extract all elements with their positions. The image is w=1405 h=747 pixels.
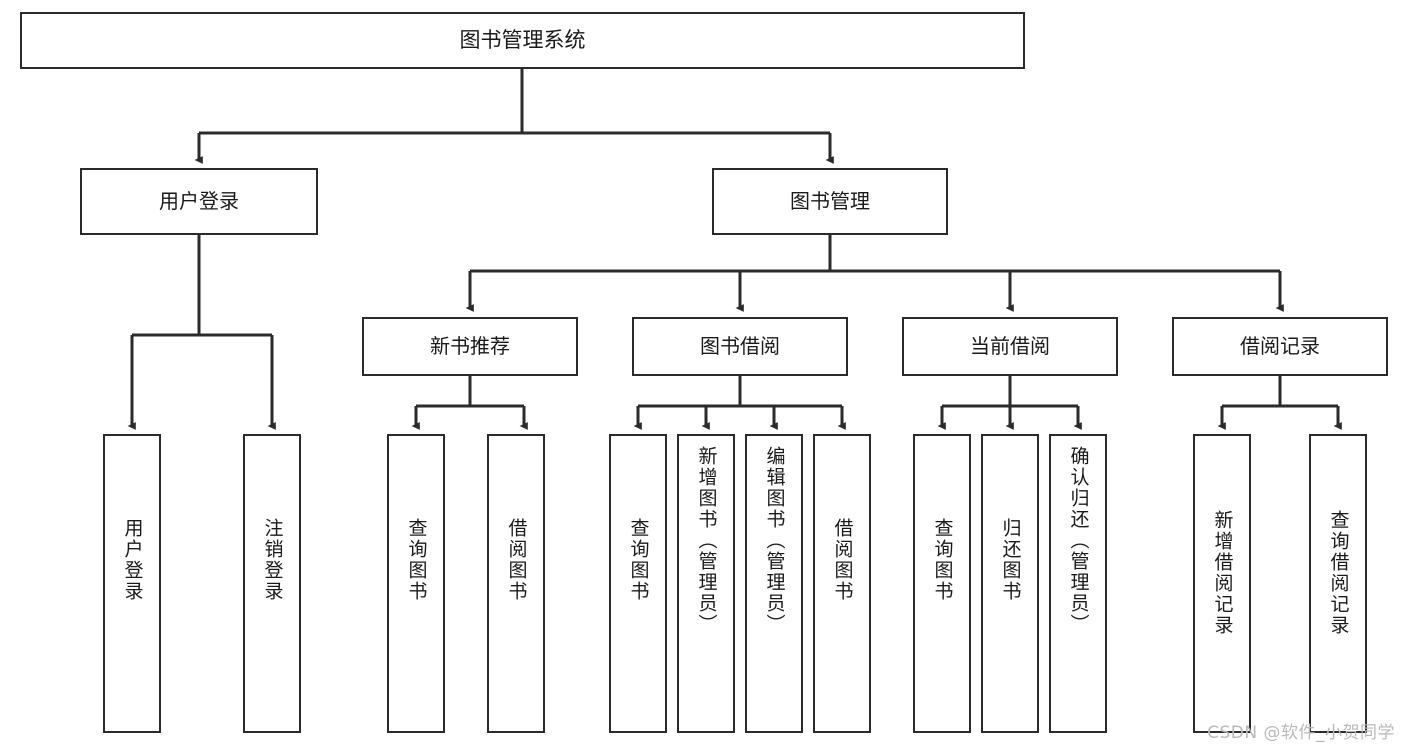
node-label: 新书推荐 [430,333,510,358]
node-borrow-record[interactable]: 借阅记录 [1172,317,1388,376]
leaf-user-login[interactable]: 用户登录 [103,434,161,733]
node-user-login[interactable]: 用户登录 [80,168,318,235]
node-book-management[interactable]: 图书管理 [712,168,948,235]
node-label: 图书管理 [790,188,870,213]
leaf-borrow-query-book[interactable]: 查询图书 [609,434,667,733]
leaf-new-book-borrow[interactable]: 借阅图书 [487,434,545,733]
leaf-current-confirm-return-admin[interactable]: 确认归还（管理员） [1049,434,1107,733]
leaf-current-return-book[interactable]: 归还图书 [981,434,1039,733]
leaf-record-add-record[interactable]: 新增借阅记录 [1193,434,1251,733]
node-label: 当前借阅 [970,333,1050,358]
leaf-record-query-record[interactable]: 查询借阅记录 [1309,434,1367,733]
leaf-user-logout[interactable]: 注销登录 [243,434,301,733]
node-label: 新增图书（管理员） [695,446,718,635]
node-label: 查询图书 [405,518,428,602]
node-label: 用户登录 [159,188,239,213]
node-label: 图书管理系统 [459,28,586,53]
node-label: 新增借阅记录 [1211,510,1234,636]
node-label: 借阅图书 [505,518,528,602]
node-label: 图书借阅 [700,333,780,358]
leaf-new-book-query[interactable]: 查询图书 [387,434,445,733]
node-label: 用户登录 [121,518,144,602]
node-label: 借阅记录 [1240,333,1320,358]
node-root-system[interactable]: 图书管理系统 [20,12,1025,69]
leaf-borrow-add-book-admin[interactable]: 新增图书（管理员） [677,434,735,733]
node-label: 借阅图书 [831,518,854,602]
node-new-book-recommend[interactable]: 新书推荐 [362,317,578,376]
node-label: 注销登录 [261,518,284,602]
node-label: 编辑图书（管理员） [763,446,786,635]
node-label: 确认归还（管理员） [1067,446,1090,635]
node-current-borrow[interactable]: 当前借阅 [902,317,1118,376]
node-book-borrow[interactable]: 图书借阅 [632,317,848,376]
leaf-borrow-borrow-book[interactable]: 借阅图书 [813,434,871,733]
leaf-current-query-book[interactable]: 查询图书 [913,434,971,733]
node-label: 查询借阅记录 [1327,510,1350,636]
node-label: 查询图书 [931,518,954,602]
node-label: 归还图书 [999,518,1022,602]
node-label: 查询图书 [627,518,650,602]
leaf-borrow-edit-book-admin[interactable]: 编辑图书（管理员） [745,434,803,733]
